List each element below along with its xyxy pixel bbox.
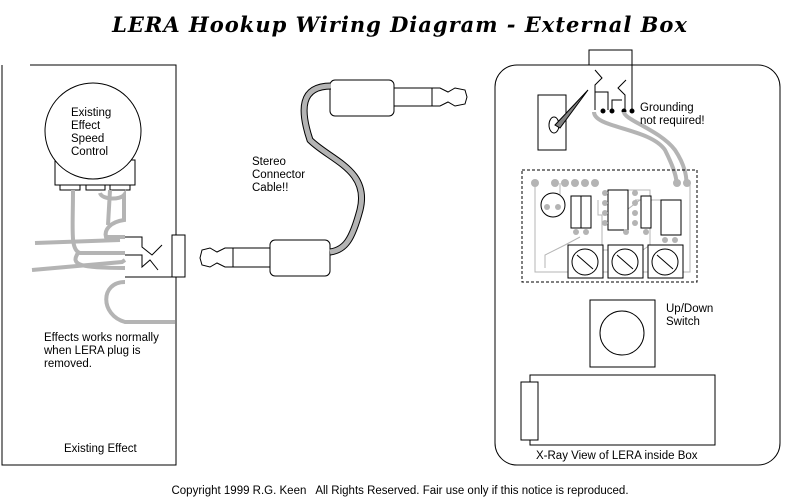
existing-effect-box	[1, 64, 177, 466]
lera-pcb	[521, 169, 698, 283]
existing-effect-label: Existing Effect	[64, 443, 137, 455]
lever	[554, 89, 589, 129]
copyright-notice: Copyright 1999 R.G. Keen All Rights Rese…	[171, 485, 629, 497]
footswitch-mount	[537, 94, 567, 151]
stereo-cable	[199, 79, 468, 277]
switch-label: Up/Down Switch	[666, 303, 714, 328]
box-wires	[592, 111, 689, 184]
grounding-note: Grounding not required!	[640, 102, 705, 127]
up-down-switch	[589, 299, 656, 368]
pot-knob	[44, 82, 142, 180]
pot-label: Existing Effect Speed Control	[71, 107, 112, 158]
cable-label: Stereo Connector Cable!!	[252, 156, 306, 194]
box-jack	[588, 49, 633, 66]
xray-label: X-Ray View of LERA inside Box	[536, 450, 698, 462]
effects-note: Effects works normally when LERA plug is…	[44, 332, 159, 370]
diagram-title: LERA Hookup Wiring Diagram - External Bo…	[112, 12, 688, 37]
pcb-pads	[531, 179, 691, 243]
left-wires	[31, 189, 175, 324]
effect-jack	[171, 234, 186, 278]
